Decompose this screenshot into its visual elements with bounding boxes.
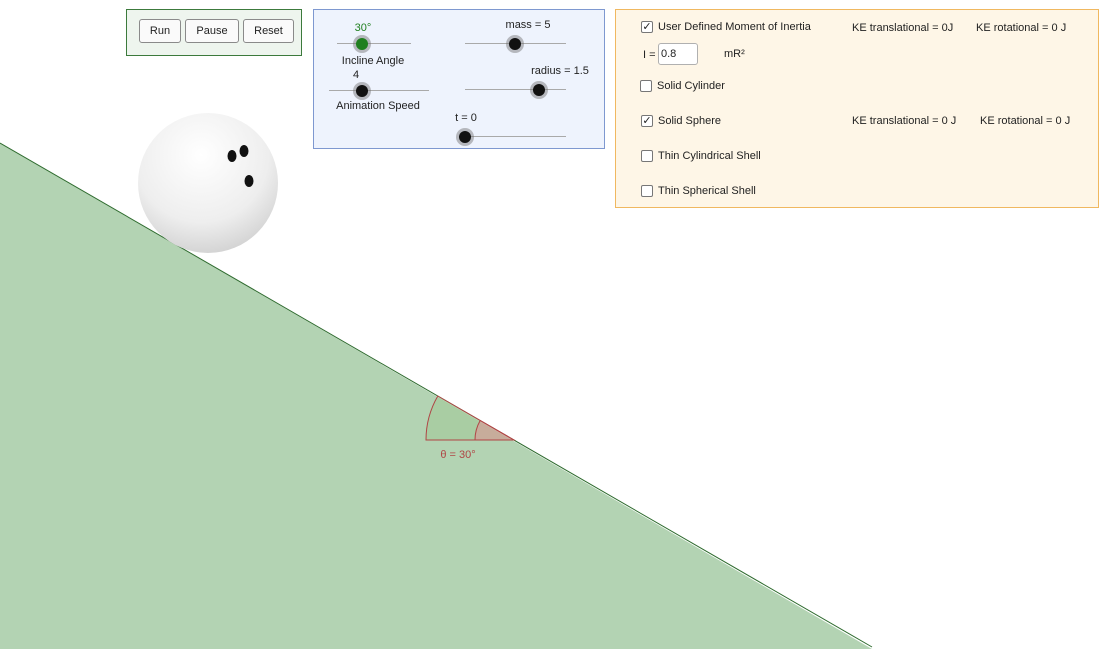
thin-spherical-shell-checkbox[interactable]	[641, 185, 653, 197]
animation-speed-slider-handle[interactable]	[356, 85, 368, 97]
reset-button[interactable]: Reset	[243, 19, 294, 43]
angle-arc-inner	[474, 419, 516, 441]
incline-angle-slider-track[interactable]	[337, 43, 411, 44]
radius-slider-track[interactable]	[465, 89, 566, 90]
thin-cylindrical-shell-checkbox[interactable]	[641, 150, 653, 162]
radius-slider-handle[interactable]	[533, 84, 545, 96]
solid-sphere-ke-rotational: KE rotational = 0 J	[980, 115, 1071, 127]
pause-button[interactable]: Pause	[185, 19, 239, 43]
incline-angle-label: Incline Angle	[341, 55, 405, 67]
angle-label: θ = 30°	[440, 449, 476, 461]
finger-hole	[227, 150, 237, 162]
user-defined-checkbox[interactable]: ✓	[641, 21, 653, 33]
animation-speed-slider-track[interactable]	[329, 90, 429, 91]
time-slider-handle[interactable]	[459, 131, 471, 143]
check-icon: ✓	[642, 115, 652, 127]
run-button[interactable]: Run	[139, 19, 181, 43]
solid-sphere-label: Solid Sphere	[658, 115, 721, 127]
thin-cylindrical-shell-label: Thin Cylindrical Shell	[658, 150, 761, 162]
incline-angle-value: 30°	[354, 22, 372, 34]
sliders-panel: 30° Incline Angle 4 Animation Speed mass…	[313, 9, 605, 149]
mass-slider-handle[interactable]	[509, 38, 521, 50]
finger-hole	[239, 145, 249, 157]
time-label: t = 0	[455, 112, 477, 124]
animation-speed-label: Animation Speed	[336, 100, 420, 112]
thumb-hole	[244, 175, 254, 187]
radius-label: radius = 1.5	[531, 65, 589, 77]
incline-edge	[0, 142, 873, 648]
time-slider-track[interactable]	[465, 136, 566, 137]
inertia-unit: mR²	[724, 48, 745, 60]
solid-cylinder-checkbox[interactable]	[640, 80, 652, 92]
ball-body	[138, 113, 278, 253]
moment-of-inertia-panel: ✓ User Defined Moment of Inertia KE tran…	[615, 9, 1099, 208]
solid-cylinder-label: Solid Cylinder	[657, 80, 725, 92]
animation-speed-value: 4	[352, 69, 360, 81]
thin-spherical-shell-label: Thin Spherical Shell	[658, 185, 756, 197]
inertia-input[interactable]	[658, 43, 698, 65]
user-defined-ke-translational: KE translational = 0J	[852, 22, 954, 34]
control-buttons-panel: Run Pause Reset	[126, 9, 302, 56]
user-defined-ke-rotational: KE rotational = 0 J	[976, 22, 1067, 34]
incline-angle-slider-handle[interactable]	[356, 38, 368, 50]
solid-sphere-checkbox[interactable]: ✓	[641, 115, 653, 127]
check-icon: ✓	[642, 21, 652, 33]
mass-label: mass = 5	[505, 19, 551, 31]
bowling-ball[interactable]	[138, 113, 278, 253]
user-defined-label: User Defined Moment of Inertia	[658, 21, 811, 33]
inertia-input-prefix: I =	[643, 49, 656, 61]
solid-sphere-ke-translational: KE translational = 0 J	[852, 115, 957, 127]
